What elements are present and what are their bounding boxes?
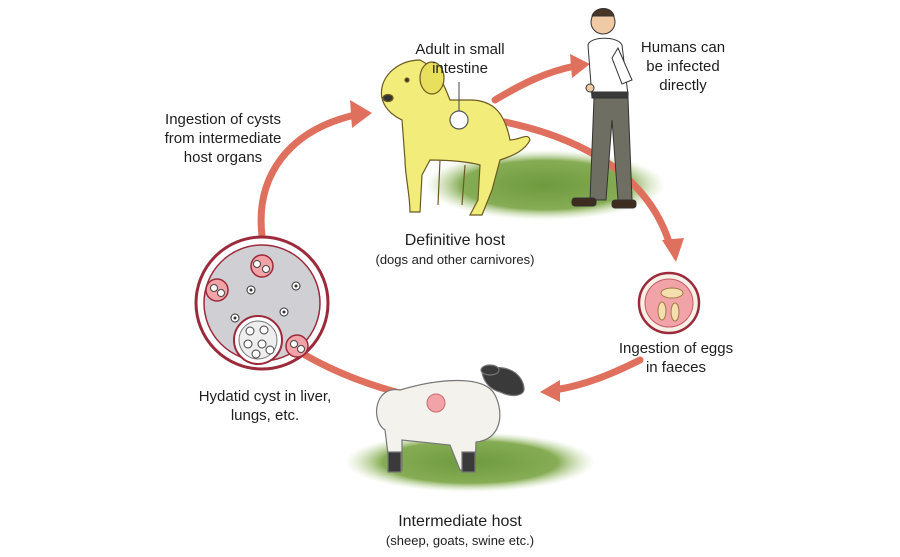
definitive-host-subtitle: (dogs and other carnivores) [375,252,535,267]
arrow-eggs-to-sheep [551,356,644,394]
human-illustration [571,8,637,209]
sheep-organ-marker [426,393,446,413]
hydatid-cyst-icon [194,235,330,371]
definitive-host-title: Definitive host [404,232,506,249]
humans-infected-label: Humans can be infected directly [640,39,726,94]
intermediate-host-subtitle: (sheep, goats, swine etc.) [385,533,535,548]
ingestion-eggs-label: Ingestion of eggs in faeces [618,340,734,376]
cycle-arrows [257,62,674,404]
definitive-host-label: Definitive host (dogs and other carnivor… [345,230,565,269]
egg-circle-icon [637,271,701,335]
hydatid-cyst-label: Hydatid cyst in liver, lungs, etc. [198,388,332,424]
adult-location-marker [449,110,469,130]
sheep-illustration [376,364,525,473]
arrow-dog-to-human [491,62,579,104]
ingestion-cysts-label: Ingestion of cysts from intermediate hos… [164,111,282,166]
intermediate-host-label: Intermediate host (sheep, goats, swine e… [360,511,560,550]
dog-illustration [380,59,531,216]
arrow-heads [350,54,684,402]
arrow-dog-to-eggs [501,118,674,249]
adult-location-label: Adult in small intestine [415,41,505,77]
intermediate-host-title: Intermediate host [398,513,522,530]
arrow-cyst-to-dog [257,111,359,240]
